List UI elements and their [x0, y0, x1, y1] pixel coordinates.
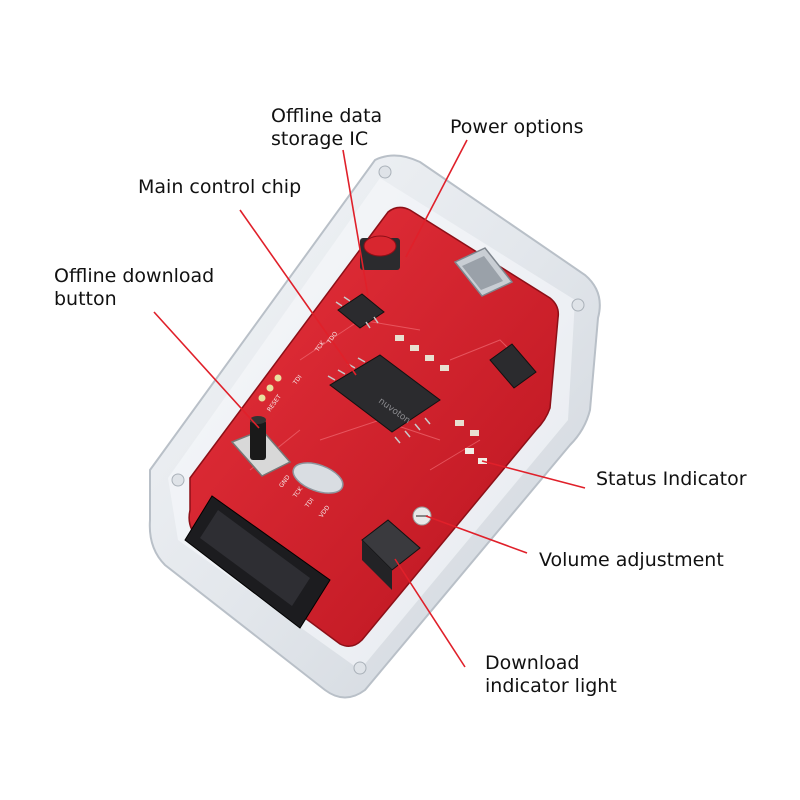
callout-volume-adjustment: Volume adjustment — [539, 549, 724, 572]
callout-text: Status Indicator — [596, 468, 747, 490]
leader-volume — [425, 515, 528, 554]
leader-power — [405, 139, 468, 258]
callout-text: Main control chip — [138, 176, 302, 198]
callout-offline-data-storage: Offline data storage IC — [271, 105, 382, 151]
callout-text: Offline data — [271, 105, 383, 127]
volume-potentiometer — [412, 506, 432, 526]
idc-connector — [184, 495, 331, 629]
leader-offline-data — [342, 149, 369, 297]
callout-text: Power options — [450, 116, 584, 138]
voltage-regulator — [489, 343, 537, 389]
leader-offline-btn — [153, 311, 260, 429]
callout-text: indicator light — [485, 675, 617, 697]
usb-port — [453, 247, 514, 297]
header-pins — [258, 374, 282, 402]
callout-status-indicator: Status Indicator — [596, 468, 747, 491]
leader-main-chip — [239, 209, 357, 376]
main-control-chip: nuvoton — [327, 354, 441, 444]
callout-offline-download-button: Offline download button — [54, 265, 214, 311]
callout-text: storage IC — [271, 128, 369, 150]
storage-ic — [335, 293, 385, 329]
callout-text: button — [54, 288, 117, 310]
power-jumper — [360, 235, 400, 270]
leader-download — [394, 558, 466, 668]
callout-main-control-chip: Main control chip — [138, 176, 301, 199]
crystal-oscillator — [292, 462, 344, 494]
offline-download-button — [230, 416, 292, 477]
callout-power-options: Power options — [450, 116, 583, 139]
callout-text: Offline download — [54, 265, 215, 287]
callout-download-indicator-light: Download indicator light — [485, 652, 617, 698]
callout-text: Download — [485, 652, 580, 674]
callout-text: Volume adjustment — [539, 549, 724, 571]
leader-status — [481, 460, 586, 489]
leader-lines — [153, 139, 586, 668]
download-indicator-block — [361, 519, 421, 590]
